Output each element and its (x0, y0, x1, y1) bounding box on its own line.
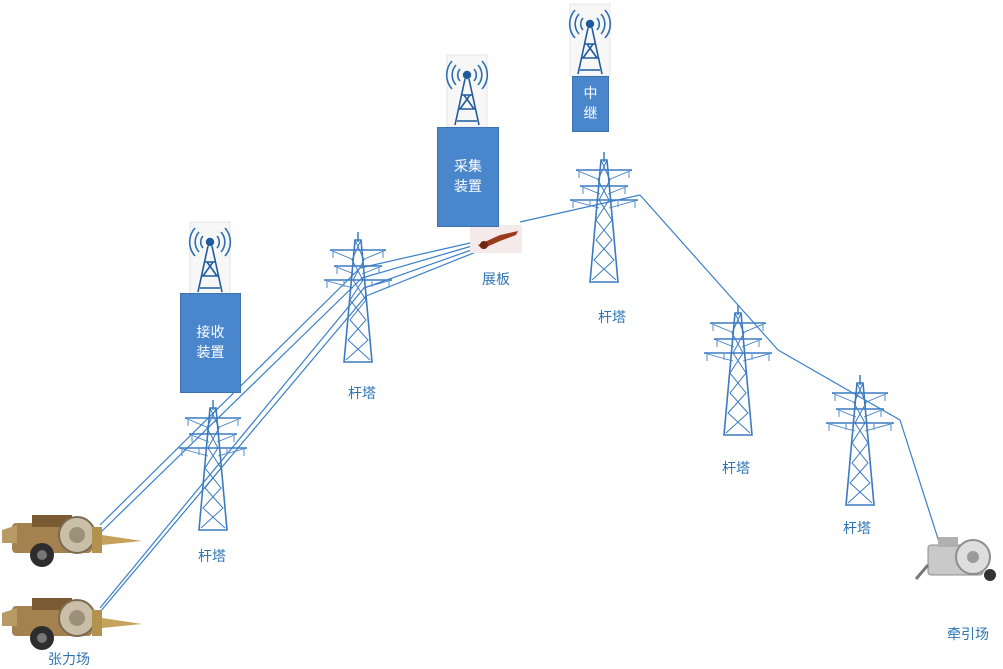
relay-label-line1: 中 (583, 86, 598, 102)
board-label: 展板 (482, 272, 510, 288)
tower-label-3: 杆塔 (598, 310, 626, 326)
running-board-icon (470, 225, 522, 253)
collector-label-line1: 采集 (454, 159, 482, 175)
transmission-tower-icon (178, 399, 248, 531)
tensioner-machine-icon (1, 597, 143, 651)
tower-label-1: 杆塔 (198, 549, 226, 565)
transmission-tower-icon (323, 231, 393, 363)
tower-label-2: 杆塔 (348, 386, 376, 402)
tensioner-machine-icon (1, 514, 143, 568)
relay-device-box: 中 继 (572, 76, 609, 132)
tension-site-label: 张力场 (48, 652, 90, 668)
tower-label-4: 杆塔 (722, 461, 750, 477)
antenna-icon (188, 221, 232, 295)
tower-label-5: 杆塔 (843, 521, 871, 537)
puller-machine-icon (914, 537, 996, 581)
collector-label-line2: 装置 (454, 179, 482, 195)
receiver-label-line2: 装置 (196, 345, 225, 361)
transmission-tower-icon (569, 151, 639, 283)
antenna-icon (445, 54, 489, 128)
receiver-label-line1: 接收 (196, 325, 225, 341)
transmission-tower-icon (703, 304, 773, 436)
transmission-tower-icon (825, 374, 895, 506)
traction-site-label: 牵引场 (947, 627, 989, 643)
collector-device-box: 采集 装置 (437, 127, 499, 227)
receiver-device-box: 接收 装置 (180, 293, 241, 393)
relay-label-line2: 继 (583, 106, 598, 122)
antenna-icon (568, 3, 612, 77)
